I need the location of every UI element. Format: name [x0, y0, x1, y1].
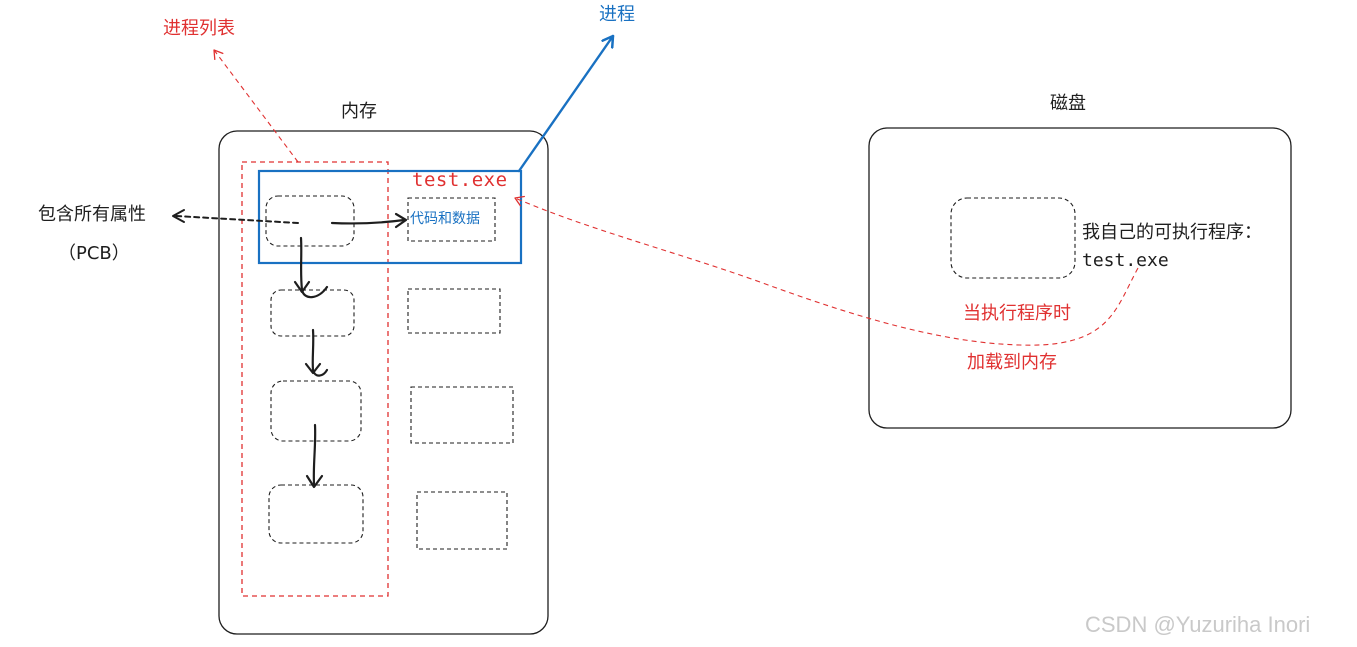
memory-exe-label: test.exe	[412, 169, 508, 191]
process-box	[257, 169, 523, 265]
code-data-label: 代码和数据	[410, 211, 480, 227]
pcb-node-2	[270, 289, 355, 337]
list-arrow-1-head	[293, 280, 311, 294]
code-data-box-1	[407, 197, 496, 242]
attributes-arrow-head	[172, 209, 185, 223]
load-curve	[514, 195, 1139, 346]
process-label: 进程	[599, 4, 635, 25]
list-arrow-2-head	[304, 362, 322, 375]
pcb-to-code-arrow-head	[394, 212, 408, 229]
attributes-label: 包含所有属性	[38, 204, 146, 225]
pcb-to-code-arrow	[330, 218, 406, 225]
process-list-pointer	[213, 49, 299, 163]
list-arrow-3	[312, 423, 317, 486]
disk-program-box	[950, 197, 1076, 279]
process-pointer	[517, 36, 613, 173]
attributes-arrow	[175, 215, 299, 224]
pcb-label: （PCB）	[58, 243, 130, 264]
list-arrow-2	[311, 328, 329, 377]
list-arrow-3-head	[305, 474, 324, 489]
load-to-memory-label: 加载到内存	[967, 352, 1057, 373]
when-executing-label: 当执行程序时	[963, 303, 1071, 324]
list-arrow-1	[299, 236, 329, 299]
memory-box	[218, 130, 549, 635]
disk-label: 磁盘	[1050, 93, 1086, 114]
disk-box	[868, 127, 1292, 429]
watermark: CSDN @Yuzuriha Inori	[1085, 612, 1311, 637]
code-data-box-2	[407, 288, 501, 334]
process-list-region	[241, 161, 389, 597]
code-data-box-4	[416, 491, 508, 550]
disk-exe-label: test.exe	[1082, 250, 1169, 271]
disk-program-label: 我自己的可执行程序：	[1082, 222, 1262, 243]
pcb-node-1	[265, 195, 355, 247]
process-list-label: 进程列表	[163, 18, 235, 39]
memory-label: 内存	[341, 101, 377, 122]
pcb-node-4	[268, 484, 364, 544]
code-data-box-3	[410, 386, 514, 444]
